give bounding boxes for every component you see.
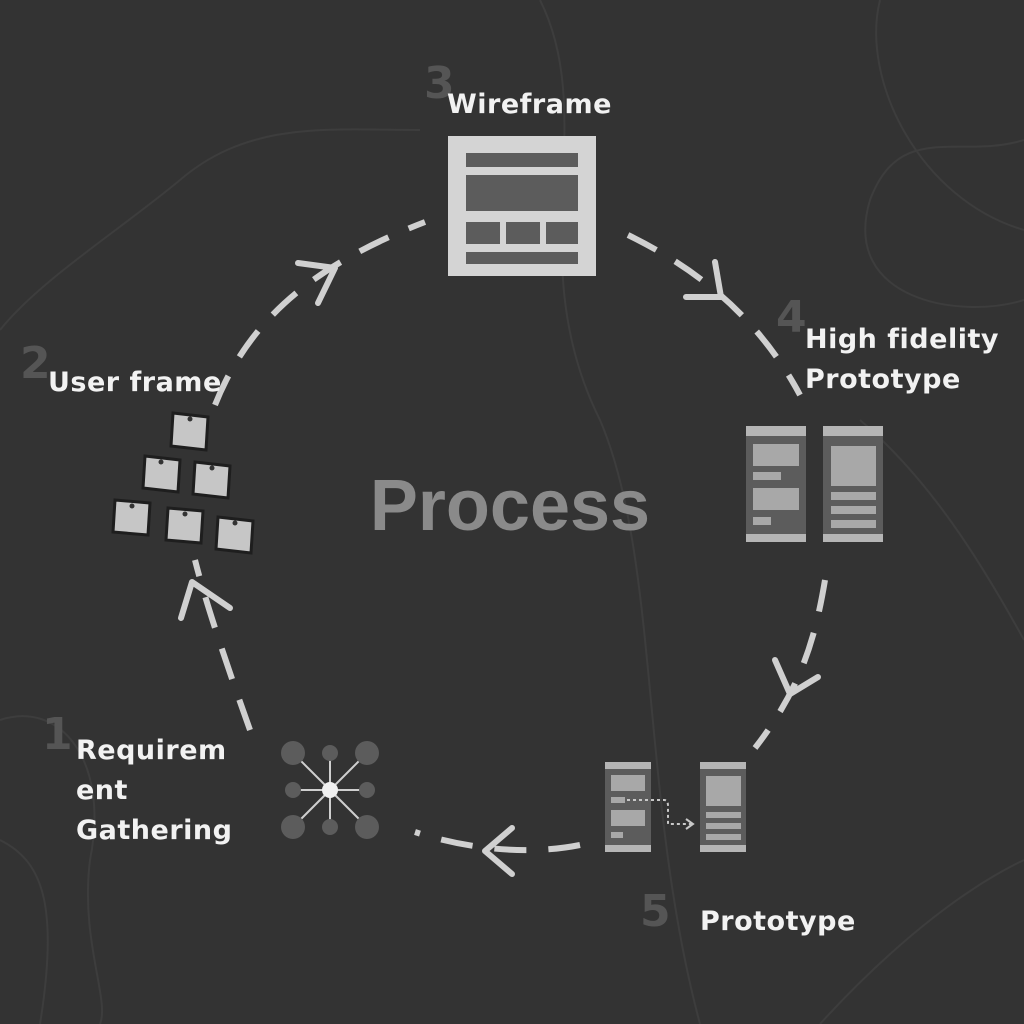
diagram-title: Process — [369, 466, 651, 546]
arrow-left-icon — [482, 825, 515, 877]
dashed-arc-1-2 — [192, 559, 253, 732]
cycle-arrows — [178, 259, 821, 877]
step-number-4: 4 — [776, 292, 807, 343]
dashed-arc-4-5 — [752, 579, 828, 750]
step-label-high-fidelity-prototype: High fidelity Prototype — [805, 324, 999, 395]
arrow-down-right-icon — [683, 259, 724, 300]
cycle-path — [192, 219, 828, 854]
arrow-up-icon — [178, 579, 233, 621]
linked-screens-icon — [605, 762, 746, 852]
step-label-wireframe: Wireframe — [447, 89, 612, 120]
link-arrow-icon — [627, 799, 692, 825]
dashed-arc-2-3 — [212, 219, 427, 407]
step-number-3: 3 — [424, 58, 455, 109]
step-number-1: 1 — [42, 709, 73, 760]
network-icon — [281, 741, 379, 839]
arrow-up-right-icon — [295, 260, 338, 306]
arrow-down-icon — [772, 657, 821, 697]
dashed-arc-5-1 — [414, 829, 581, 854]
step-number-5: 5 — [640, 886, 671, 937]
step-label-prototype: Prototype — [700, 906, 856, 937]
sticky-notes-icon — [111, 411, 255, 555]
step-number-2: 2 — [20, 338, 51, 389]
step-label-requirement-gathering: Requirem ent Gathering — [76, 735, 233, 846]
step-label-user-frame: User frame — [48, 367, 222, 398]
hifi-screens-icon — [746, 426, 883, 542]
wireframe-icon — [448, 136, 596, 276]
dashed-arc-3-4 — [626, 232, 803, 397]
